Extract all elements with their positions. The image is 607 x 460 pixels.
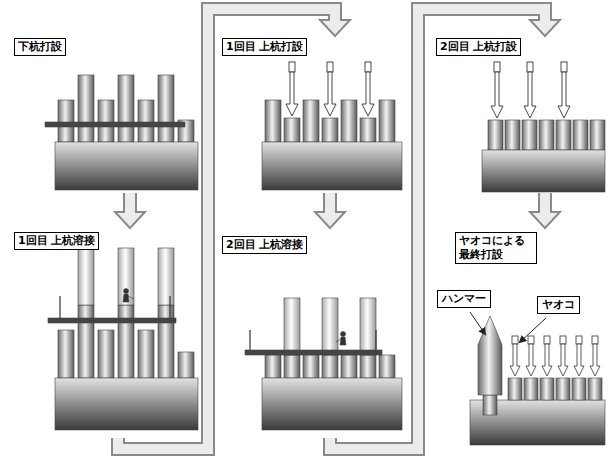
hammer-rod <box>483 395 497 415</box>
step-panel: 1回目 上杭打設 <box>215 36 407 193</box>
ground-block <box>55 142 198 190</box>
guide-plate <box>48 318 176 323</box>
step-title: 2回目 上杭打設 <box>436 38 521 56</box>
callout-box: ヤオコ <box>537 296 580 314</box>
guide-plate <box>245 350 382 355</box>
arrow-outline <box>330 9 545 449</box>
ground-block <box>262 142 402 190</box>
piles <box>508 378 602 400</box>
flow-arrow <box>118 9 350 449</box>
piles <box>488 120 605 150</box>
upper-piles <box>78 248 174 305</box>
driving-arrow <box>286 62 374 116</box>
arrow-head <box>530 20 560 36</box>
arrow-fill <box>125 193 135 214</box>
ground-block <box>262 378 402 430</box>
flow-arrow <box>530 193 560 228</box>
hammer <box>478 316 502 395</box>
arrow-fill <box>325 193 335 214</box>
flow-arrow <box>315 193 345 228</box>
flow-arrow <box>330 9 560 449</box>
yattoko-arrow <box>510 336 600 376</box>
leader-line <box>470 312 485 334</box>
callout-box: ハンマー <box>437 290 491 308</box>
step-title: 下杭打設 <box>14 38 66 56</box>
step-panel: 1回目 上杭溶接 <box>5 228 200 438</box>
lower-piles <box>58 305 194 378</box>
leader-line <box>520 318 546 342</box>
step-panel: 2回目 上杭溶接 <box>215 228 407 438</box>
upper-piles <box>284 298 376 355</box>
arrow-fill <box>540 193 550 214</box>
step-panel: ヤオコによる 最終打設ハンマー ヤオコ <box>425 228 605 458</box>
arrow-head <box>315 212 345 228</box>
arrow-head <box>530 212 560 228</box>
guide-plate <box>45 122 185 127</box>
arrow-fill <box>118 9 335 449</box>
arrow-fill <box>330 9 545 449</box>
step-title: 1回目 上杭溶接 <box>14 232 99 250</box>
ground-block <box>55 378 198 430</box>
welder-symbol <box>123 289 134 303</box>
ground-block <box>482 150 605 192</box>
welder-symbol <box>336 332 346 346</box>
step-panel: 2回目 上杭打設 <box>425 36 605 193</box>
arrow-head <box>320 20 350 36</box>
callout-label: ヤオコ <box>542 298 575 312</box>
arrow-head <box>115 212 145 228</box>
step-title: ヤオコによる 最終打設 <box>455 232 537 264</box>
callout-label: ハンマー <box>442 292 486 306</box>
lower-piles <box>58 75 194 142</box>
arrow-outline <box>118 9 335 449</box>
step-title: 1回目 上杭打設 <box>222 38 307 56</box>
lower-piles <box>265 355 395 378</box>
driving-arrow <box>491 62 570 118</box>
step-title: 2回目 上杭溶接 <box>222 236 307 254</box>
step-panel: 下杭打設 <box>5 36 200 193</box>
flow-arrow <box>115 193 145 228</box>
